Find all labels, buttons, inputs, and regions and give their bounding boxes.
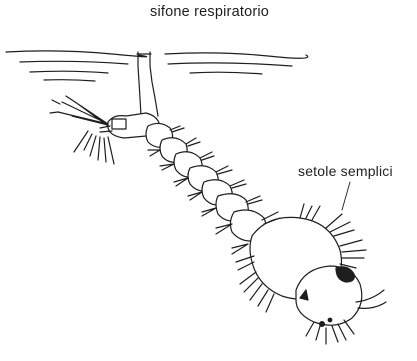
respiratory-siphon — [137, 52, 158, 116]
abdominal-segments — [146, 123, 266, 241]
head — [296, 266, 386, 344]
water-surface — [6, 51, 308, 81]
anal-papillae — [50, 96, 114, 164]
siphon-label: sifone respiratorio — [150, 4, 269, 20]
setae-label: setole semplici — [298, 163, 393, 179]
setae-leader-line — [342, 182, 350, 210]
